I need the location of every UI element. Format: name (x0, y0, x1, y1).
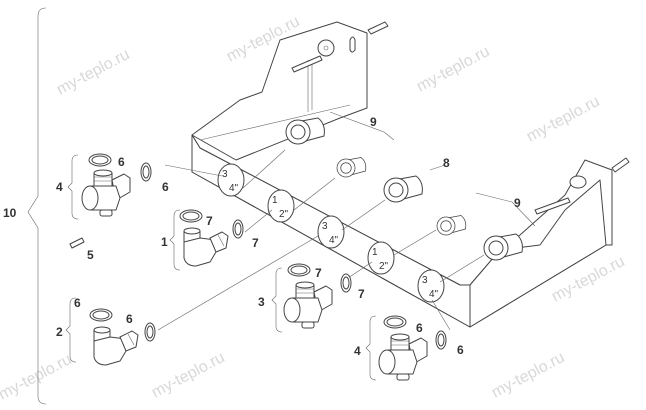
o-ring (383, 315, 407, 329)
elbow-fitting (93, 326, 139, 366)
valve-fitting (378, 333, 428, 381)
watermark-text: my-teplo.ru (54, 46, 133, 99)
assembly-3 (271, 263, 352, 333)
o-ring (232, 219, 244, 239)
port-3-4-left: 3 4" (217, 163, 245, 197)
port-size-numerator: 3 (222, 169, 228, 180)
port-size-denominator: 4" (329, 235, 339, 246)
watermark-text: my-teplo.ru (524, 93, 603, 146)
port-size-numerator: 3 (322, 221, 328, 232)
callout-7: 7 (315, 266, 322, 280)
brace-9-right (475, 192, 536, 227)
o-ring (89, 308, 113, 322)
callout-10: 10 (3, 206, 17, 220)
callout-2: 2 (56, 325, 63, 339)
port-size-denominator: 4" (229, 183, 239, 194)
callout-4: 4 (56, 180, 63, 194)
assembly-2 (65, 297, 156, 366)
watermark-text: my-teplo.ru (149, 349, 228, 402)
port-3-4-center: 3 4" (317, 215, 345, 249)
o-ring (144, 322, 156, 342)
brace-group-10 (27, 7, 47, 405)
assembly-4-left (67, 153, 152, 249)
callout-6: 6 (74, 296, 81, 310)
connector-nut (285, 117, 325, 145)
connector-nut (383, 175, 423, 203)
callout-6: 6 (457, 343, 464, 357)
callout-7: 7 (206, 214, 213, 228)
assembly-1 (169, 209, 244, 271)
port-1-2-right: 1 2" (367, 241, 395, 275)
o-ring (140, 162, 152, 182)
callout-1: 1 (161, 235, 168, 249)
callout-9: 9 (514, 196, 521, 210)
port-3-4-right: 3 4" (417, 269, 445, 303)
assembly-4-right (365, 315, 447, 381)
port-1-2-left: 1 2" (267, 189, 295, 223)
brace-9-top (329, 111, 395, 141)
connector-nut (436, 215, 467, 236)
callout-8: 8 (443, 156, 450, 170)
o-ring (435, 330, 447, 350)
o-ring (340, 273, 352, 293)
port-size-denominator: 2" (279, 209, 289, 220)
port-size-denominator: 4" (429, 289, 439, 300)
callout-6: 6 (118, 155, 125, 169)
callout-9: 9 (370, 115, 377, 129)
port-size-numerator: 3 (422, 275, 428, 286)
port-size-marks: 3 4" 1 2" 3 4" 1 2" 3 4" (217, 163, 445, 303)
elbow-fitting (183, 227, 229, 267)
callout-6: 6 (162, 180, 169, 194)
watermark-text: my-teplo.ru (489, 349, 568, 402)
leader-lines (157, 149, 485, 331)
o-ring (179, 209, 203, 223)
callout-6: 6 (126, 312, 133, 326)
port-size-denominator: 2" (379, 261, 389, 272)
callout-6: 6 (416, 321, 423, 335)
callout-7: 7 (358, 287, 365, 301)
port-size-numerator: 1 (272, 195, 278, 206)
mounting-bracket (191, 21, 630, 328)
callout-3: 3 (258, 295, 265, 309)
port-size-numerator: 1 (372, 247, 378, 258)
o-ring (287, 263, 311, 277)
screw (69, 237, 85, 249)
connector-nut (336, 157, 367, 178)
callouts: 10 4 6 6 5 1 7 7 2 6 6 3 7 7 4 6 6 9 8 9 (3, 115, 521, 358)
watermark-text: my-teplo.ru (0, 351, 75, 404)
valve-fitting (283, 281, 333, 329)
o-ring (88, 153, 112, 167)
callout-4: 4 (354, 344, 361, 358)
watermark-text: my-teplo.ru (414, 43, 493, 96)
callout-5: 5 (87, 248, 94, 262)
callout-7: 7 (252, 236, 259, 250)
valve-fitting (81, 169, 131, 217)
